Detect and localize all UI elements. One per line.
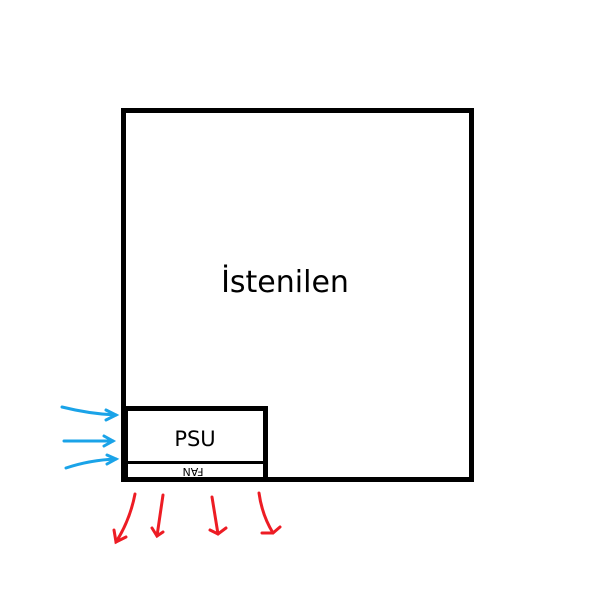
exhaust-arrow-icon: [257, 491, 282, 535]
case-outline: [121, 108, 474, 482]
exhaust-arrow-icon: [112, 492, 137, 545]
case-label: İstenilen: [221, 264, 349, 300]
exhaust-arrow-icon: [150, 493, 165, 539]
fan-label: FAN: [182, 465, 203, 478]
psu-label: PSU: [174, 427, 215, 451]
intake-arrow-icon: [64, 453, 120, 470]
intake-arrows: [60, 405, 120, 470]
psu-box: [123, 406, 268, 482]
intake-arrow-icon: [60, 405, 120, 422]
exhaust-arrow-icon: [208, 495, 228, 536]
intake-arrow-icon: [62, 434, 117, 448]
exhaust-arrows: [112, 491, 282, 545]
